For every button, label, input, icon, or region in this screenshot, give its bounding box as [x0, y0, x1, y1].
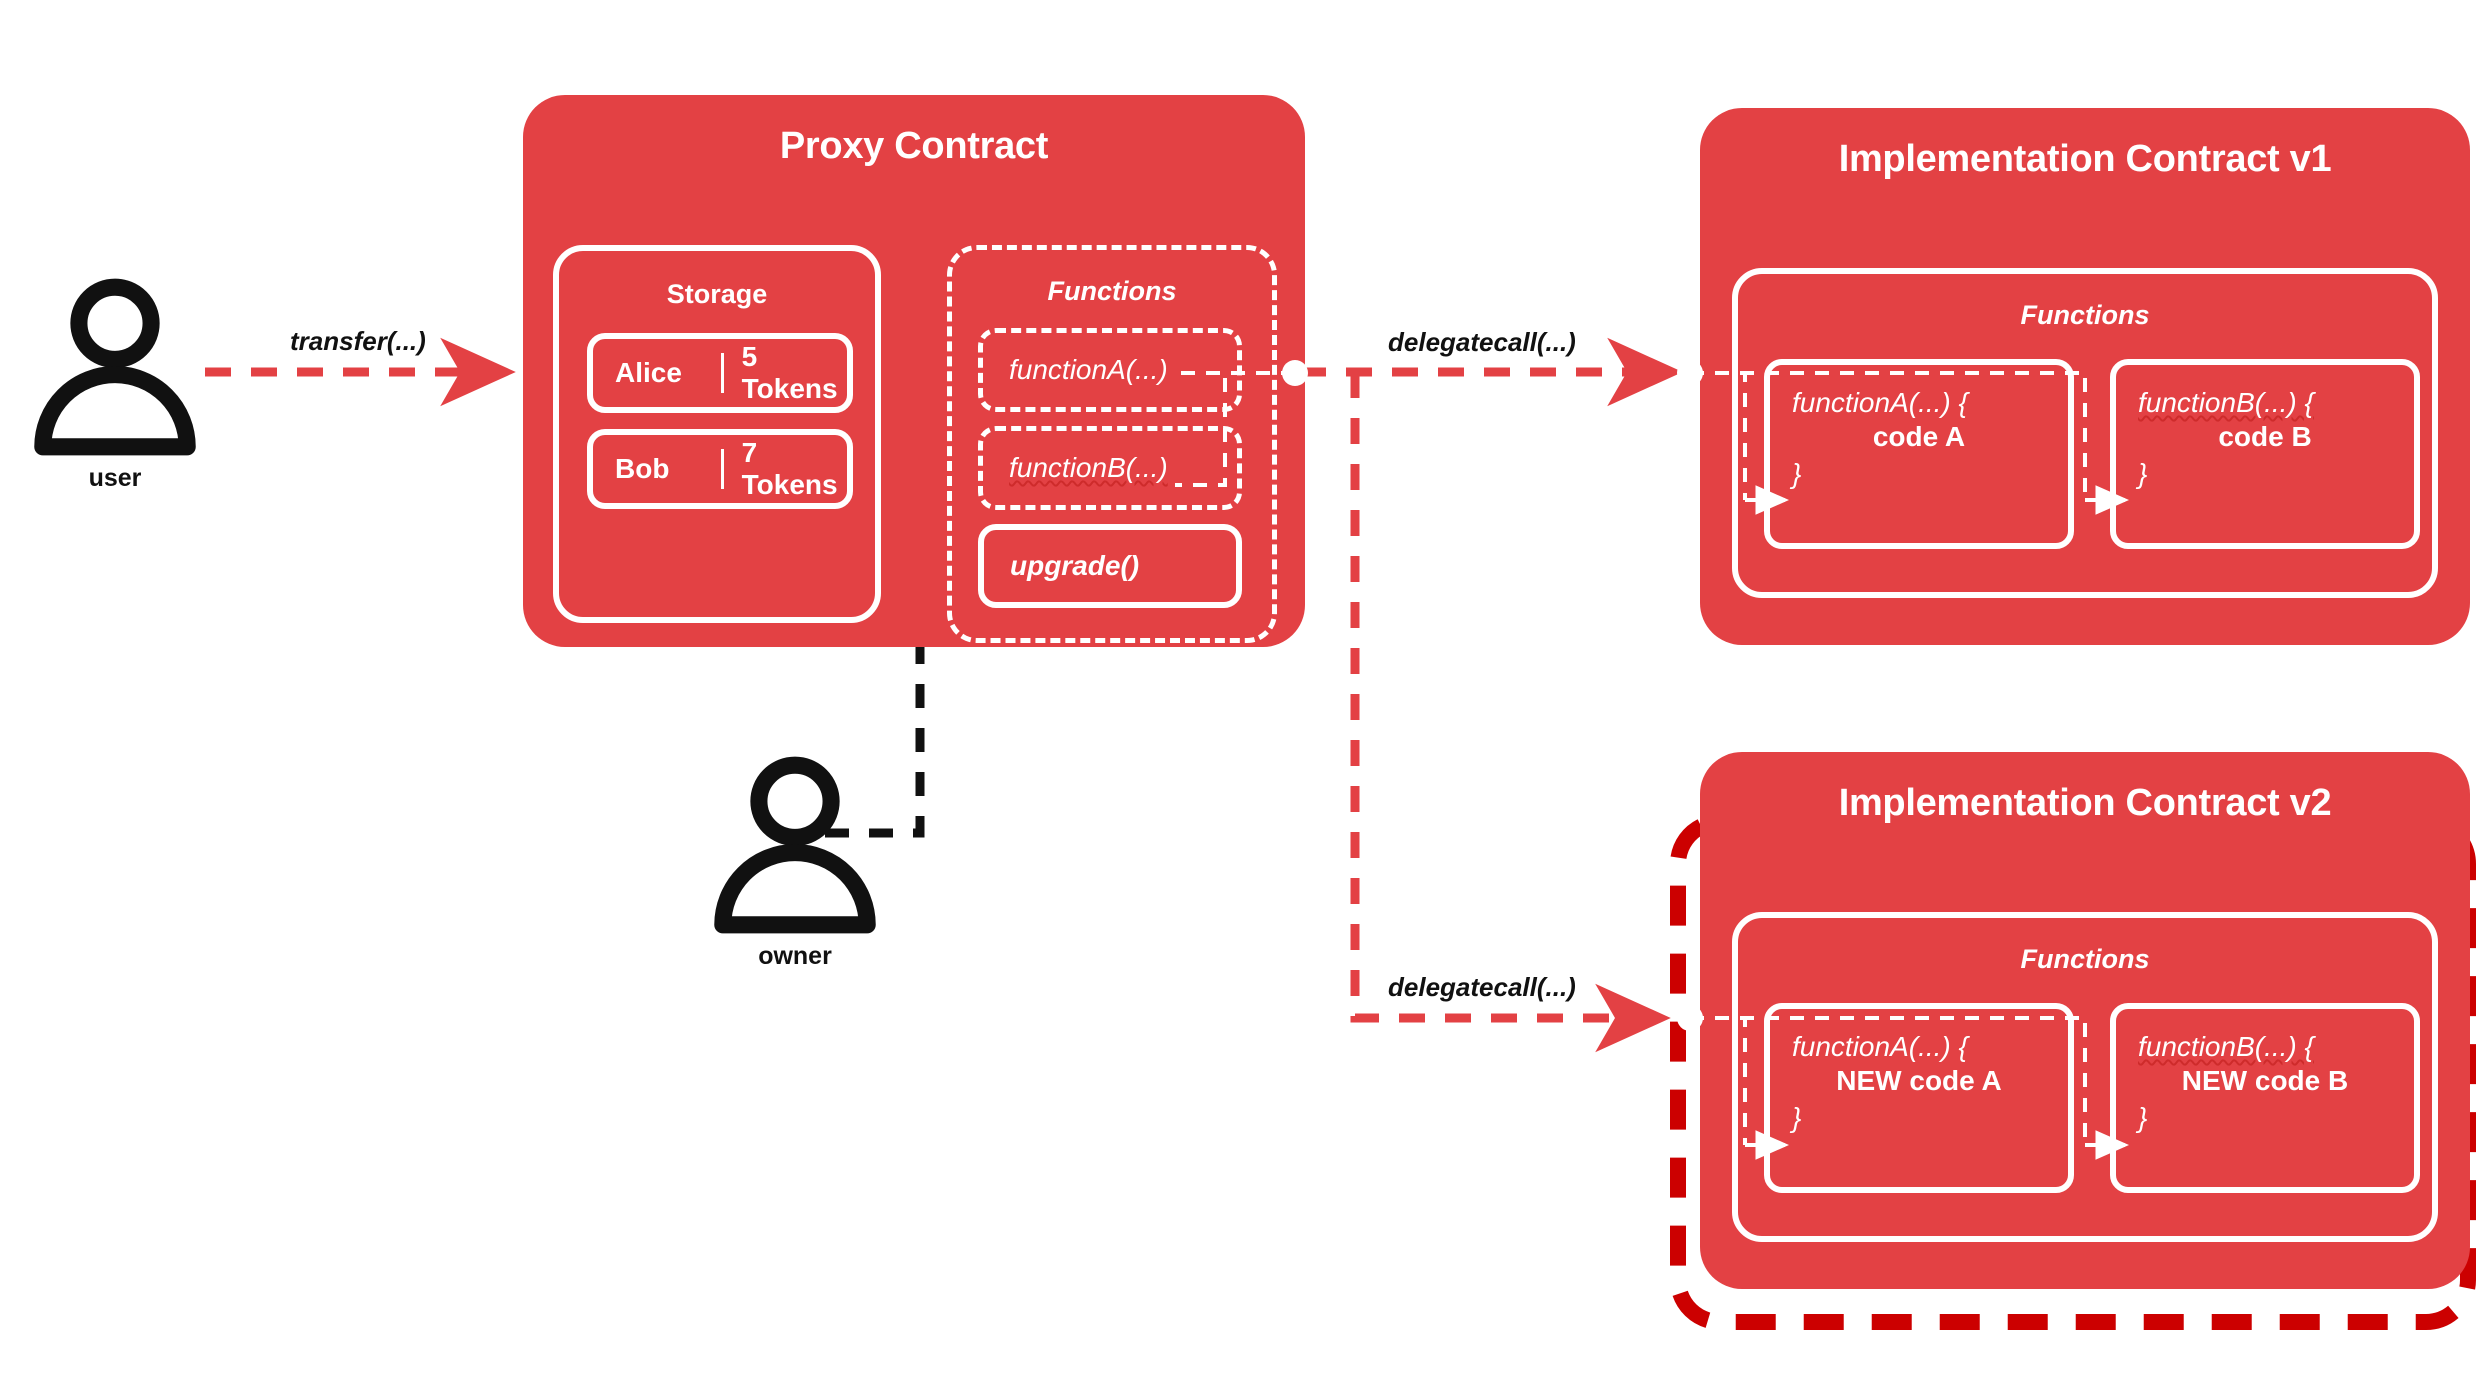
implementation-v1-internal-routing — [1677, 360, 2129, 515]
implementation-v2-title: Implementation Contract v2 — [1838, 782, 2332, 824]
function-body: NEW code A — [1836, 1065, 2002, 1097]
storage-entry-value: 5 Tokens — [741, 341, 838, 404]
proxy-contract-title: Proxy Contract — [779, 125, 1049, 167]
implementation-v1-functions-panel: Functions functionA(...) { code A } func… — [1732, 268, 2438, 598]
function-body: code A — [1872, 421, 1966, 453]
proxy-contract-box[interactable]: Proxy Contract Storage Alice 5 Tokens Bo… — [523, 95, 1305, 647]
proxy-function-upgrade[interactable]: upgrade() — [978, 524, 1242, 608]
proxy-function-label: functionB(...) — [1009, 452, 1168, 483]
proxy-function-functionb[interactable]: functionB(...) — [978, 426, 1242, 510]
implementation-v2-functions-panel: Functions functionA(...) { NEW code A } … — [1732, 912, 2438, 1242]
implementation-v2-functions-title: Functions — [2020, 944, 2150, 974]
function-signature: functionA(...) { — [1792, 1031, 1968, 1062]
owner-actor[interactable]: owner — [700, 750, 890, 970]
implementation-v1-functions-title: Functions — [2020, 300, 2150, 330]
function-signature: functionB(...) { — [2138, 1031, 2314, 1062]
implementation-v1-functiona[interactable]: functionA(...) { code A } — [1764, 359, 2074, 549]
function-close: } — [2138, 1101, 2148, 1133]
edge-label-transfer: transfer(...) — [290, 326, 426, 356]
proxy-function-functiona[interactable]: functionA(...) — [978, 328, 1242, 412]
implementation-v2-functionb[interactable]: functionB(...) { NEW code B } — [2110, 1003, 2420, 1193]
user-actor-label: user — [88, 464, 142, 492]
edge-label-delegatecall-v2: delegatecall(...) — [1388, 972, 1576, 1002]
proxy-delegate-port-dot — [1282, 360, 1308, 386]
user-actor[interactable]: user — [20, 272, 210, 492]
proxy-storage-title: Storage — [666, 279, 768, 309]
function-body: NEW code B — [2181, 1065, 2349, 1097]
function-signature: functionB(...) { — [2138, 387, 2314, 418]
function-close: } — [2138, 457, 2148, 489]
implementation-v1-box[interactable]: Implementation Contract v1 Functions fun… — [1700, 108, 2470, 645]
proxy-function-label: upgrade() — [1010, 550, 1140, 581]
implementation-v2-box[interactable]: Implementation Contract v2 Functions fun… — [1700, 752, 2470, 1289]
function-body: code B — [2218, 421, 2312, 453]
implementation-v1-functionb[interactable]: functionB(...) { code B } — [2110, 359, 2420, 549]
owner-actor-label: owner — [758, 942, 832, 970]
proxy-functions-title: Functions — [1047, 276, 1177, 306]
storage-entry-value: 7 Tokens — [741, 437, 838, 500]
divider — [720, 449, 724, 489]
function-close: } — [1792, 1101, 1802, 1133]
proxy-functions-panel: Functions functionA(...) functionB(...) … — [947, 245, 1277, 643]
storage-entry-alice[interactable]: Alice 5 Tokens — [587, 333, 853, 413]
proxy-storage-panel: Storage Alice 5 Tokens Bob 7 Tokens — [553, 245, 881, 623]
implementation-v1-entry-dot — [1677, 360, 1703, 386]
implementation-v1-title: Implementation Contract v1 — [1838, 138, 2332, 180]
implementation-v2-entry-dot — [1677, 1005, 1703, 1031]
person-icon — [34, 278, 196, 456]
proxy-internal-routing — [1175, 360, 1308, 487]
proxy-function-label: functionA(...) — [1009, 354, 1168, 385]
implementation-v2-internal-routing — [1677, 1005, 2129, 1160]
storage-entry-name: Alice — [615, 357, 682, 388]
function-close: } — [1792, 457, 1802, 489]
edge-delegatecall-v2 — [1350, 372, 1671, 1053]
edge-label-delegatecall-v1: delegatecall(...) — [1388, 327, 1576, 357]
storage-entry-bob[interactable]: Bob 7 Tokens — [587, 429, 853, 509]
storage-entry-name: Bob — [615, 453, 670, 484]
function-signature: functionA(...) { — [1792, 387, 1968, 418]
person-icon — [714, 756, 876, 934]
divider — [720, 353, 724, 393]
implementation-v2-functiona[interactable]: functionA(...) { NEW code A } — [1764, 1003, 2074, 1193]
